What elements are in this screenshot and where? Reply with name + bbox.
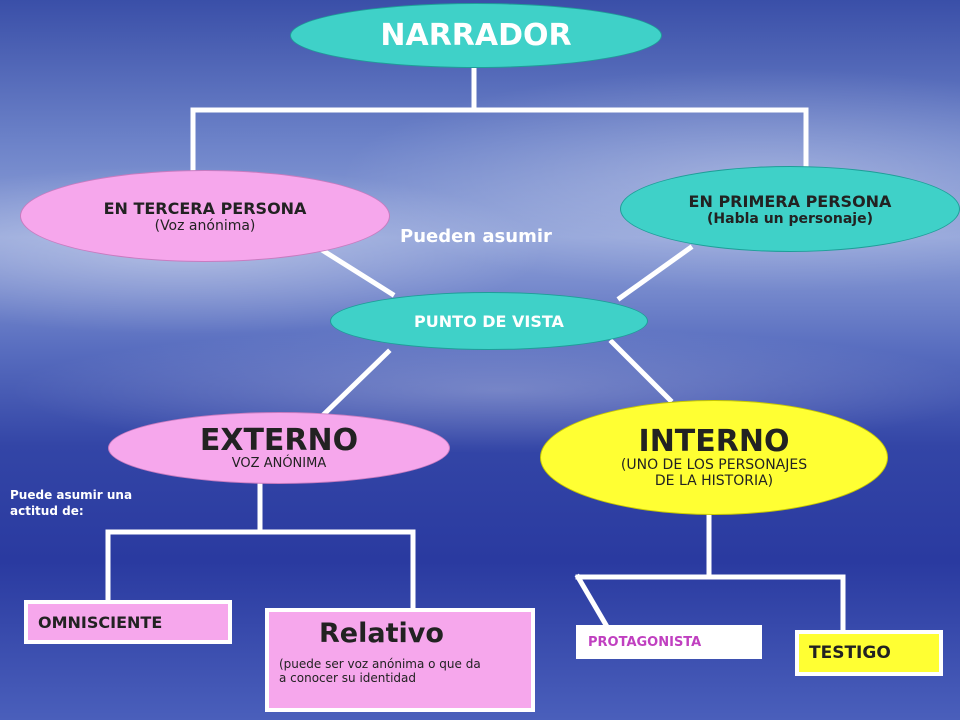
interno-sub-line2: DE LA HISTORIA) [654, 473, 774, 490]
interno-label: INTERNO [638, 423, 790, 459]
primera-persona-label: EN PRIMERA PERSONA [688, 191, 892, 211]
protagonista-label: PROTAGONISTA [588, 634, 702, 650]
tercera-persona-sub: (Voz anónima) [154, 217, 256, 234]
externo-node: EXTERNO VOZ ANÓNIMA [108, 412, 450, 484]
relativo-box: Relativo (puede ser voz anónima o que da… [265, 608, 535, 712]
externo-sub: VOZ ANÓNIMA [231, 455, 327, 471]
attitude-note-line2: actitud de: [10, 504, 84, 518]
protagonista-box: PROTAGONISTA [576, 625, 762, 659]
relativo-title: Relativo [319, 618, 444, 649]
omnisciente-box: OMNISCIENTE [24, 600, 232, 644]
relativo-desc-line2: a conocer su identidad [279, 671, 417, 685]
primera-persona-sub: (Habla un personaje) [707, 210, 873, 227]
punto-de-vista-label: PUNTO DE VISTA [414, 311, 564, 331]
attitude-note-line1: Puede asumir una [10, 488, 133, 502]
tercera-persona-label: EN TERCERA PERSONA [103, 198, 307, 218]
testigo-box: TESTIGO [795, 630, 943, 676]
testigo-label: TESTIGO [809, 643, 891, 663]
attitude-note: Puede asumir una actitud de: [10, 487, 132, 519]
interno-sub-line1: (UNO DE LOS PERSONAJES [620, 457, 808, 474]
punto-de-vista-node: PUNTO DE VISTA [330, 292, 648, 350]
pueden-asumir-label: Pueden asumir [400, 226, 552, 247]
tercera-persona-node: EN TERCERA PERSONA (Voz anónima) [20, 170, 390, 262]
interno-node: INTERNO (UNO DE LOS PERSONAJES DE LA HIS… [540, 400, 888, 515]
externo-label: EXTERNO [199, 422, 359, 458]
narrador-label: NARRADOR [380, 18, 572, 53]
relativo-desc-line1: (puede ser voz anónima o que da [279, 657, 481, 671]
narrador-node: NARRADOR [290, 3, 662, 68]
primera-persona-node: EN PRIMERA PERSONA (Habla un personaje) [620, 166, 960, 252]
omnisciente-label: OMNISCIENTE [38, 612, 163, 632]
